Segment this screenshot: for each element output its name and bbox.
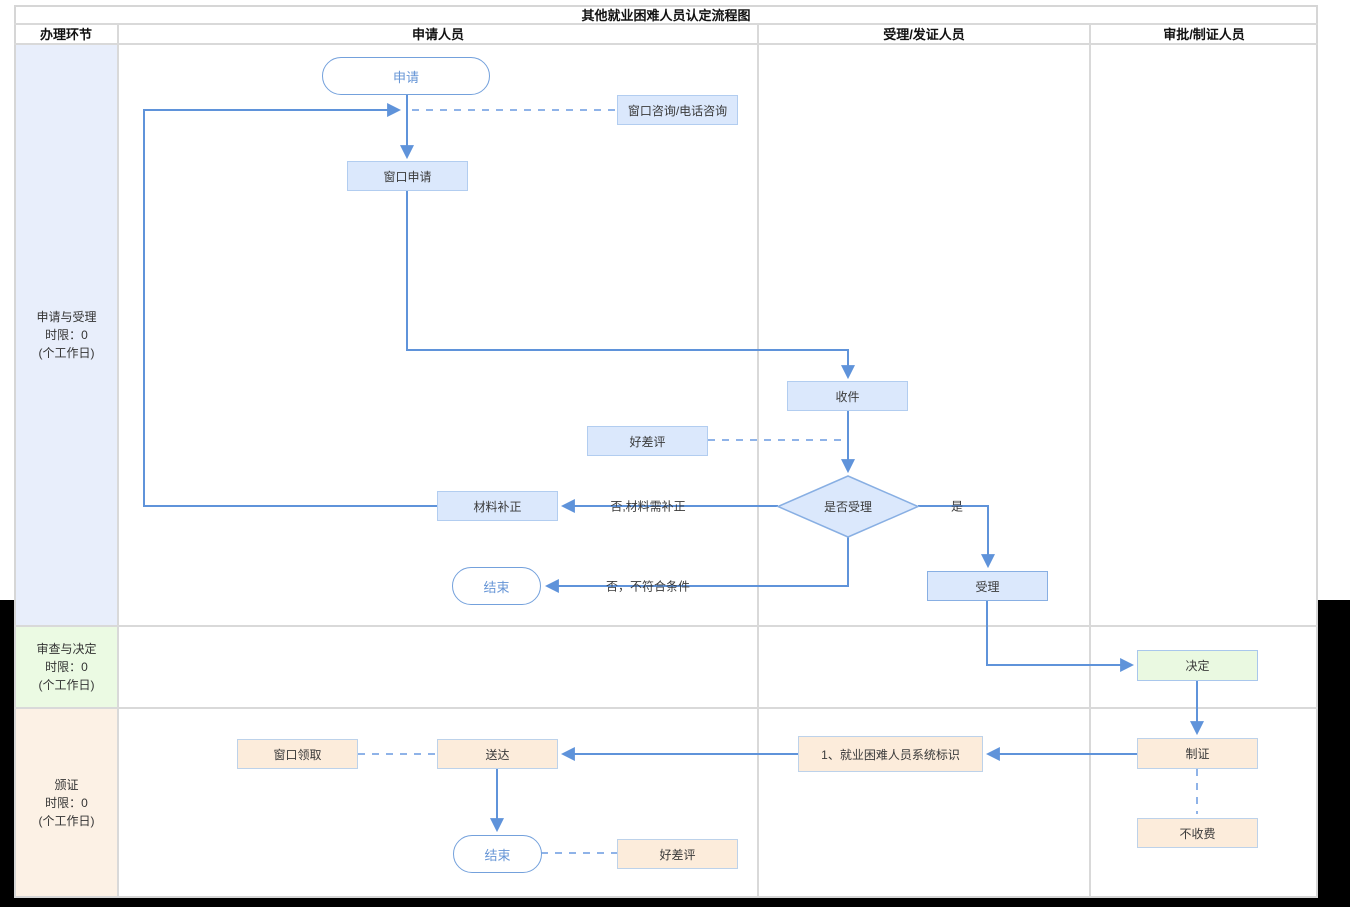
end-bottom-node: 结束 [453,835,542,873]
material-fix-node: 材料补正 [437,491,558,521]
window-apply-node: 窗口申请 [347,161,468,191]
lane-name: 审查与决定 [36,642,97,656]
grid-hline-row2 [14,707,1318,709]
grid-vline-3 [1089,23,1091,896]
grid-vline-2 [757,23,759,896]
end-top-node: 结束 [452,567,541,605]
lane-apply-accept: 申请与受理 时限：0 (个工作日) [16,45,117,625]
lane-limit: 时限：0 [45,795,88,810]
no-fee-node: 不收费 [1137,818,1258,848]
grid-hline-title [14,23,1318,25]
start-node: 申请 [322,57,490,95]
make-cert-node: 制证 [1137,738,1258,769]
column-header-approver: 审批/制证人员 [1163,26,1245,42]
edge-label-yes: 是 [950,499,964,514]
rating-bottom-node: 好差评 [617,839,738,869]
deliver-node: 送达 [437,739,558,769]
rating-top-node: 好差评 [587,426,708,456]
edge-label-need-fix: 否,材料需补正 [610,499,686,514]
decide-node: 决定 [1137,650,1258,681]
column-header-applicant: 申请人员 [411,26,464,42]
lane-issue-cert: 颁证 时限：0 (个工作日) [16,709,117,896]
window-consult-node: 窗口咨询/电话咨询 [617,95,738,125]
edge-label-reject: 否，不符合条件 [605,579,691,594]
grid-hline-header [14,43,1318,45]
lane-limit: 时限：0 [45,660,88,674]
lane-unit: (个工作日) [38,346,95,360]
lane-name: 颁证 [54,777,79,792]
accept-node: 受理 [927,571,1048,601]
lane-unit: (个工作日) [38,813,95,828]
lane-review-decide: 审查与决定 时限：0 (个工作日) [16,627,117,707]
lane-name: 申请与受理 [36,310,97,324]
page-title: 其他就业困难人员认定流程图 [581,7,751,23]
system-mark-node: 1、就业困难人员系统标识 [798,736,983,772]
column-header-acceptor: 受理/发证人员 [883,26,965,42]
grid-vline-1 [117,23,119,896]
window-pickup-node: 窗口领取 [237,739,358,769]
lane-unit: (个工作日) [38,678,95,692]
decision-diamond-label: 是否受理 [823,500,872,514]
column-header-process: 办理环节 [39,26,92,42]
receive-docs-node: 收件 [787,381,908,411]
lane-limit: 时限：0 [45,328,88,342]
grid-hline-row1 [14,625,1318,627]
